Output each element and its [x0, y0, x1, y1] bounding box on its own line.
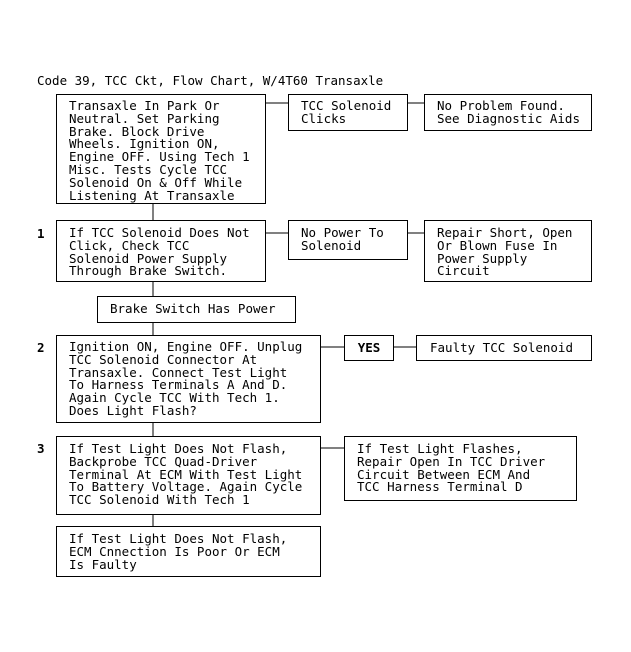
- box-text-line: If Test Light Does Not Flash,: [69, 531, 288, 546]
- box-text-line: No Problem Found.: [437, 98, 565, 113]
- box-text-line: TCC Solenoid: [301, 98, 392, 113]
- step-number-2: 2: [37, 340, 45, 355]
- box-text-line: Faulty TCC Solenoid: [430, 340, 573, 355]
- box-text-line: To Battery Voltage. Again Cycle: [69, 479, 303, 495]
- box-text-line: No Power To: [301, 225, 384, 240]
- box-text-line: Misc. Tests Cycle TCC: [69, 161, 228, 177]
- box-yes: YES: [344, 335, 394, 361]
- box-text-line: Or Blown Fuse In: [437, 237, 558, 253]
- box-text-line: Transaxle In Park Or: [69, 98, 220, 113]
- box-text-line: YES: [357, 340, 381, 355]
- box-text-line: Listening At Transaxle: [69, 187, 235, 203]
- box-text-line: Does Light Flash?: [69, 402, 197, 418]
- box-text-line: To Harness Terminals A And D.: [69, 377, 288, 393]
- box-ecm-faulty: If Test Light Does Not Flash,ECM Cnnecti…: [56, 526, 321, 577]
- box-test-light-flashes: If Test Light Flashes,Repair Open In TCC…: [344, 436, 577, 501]
- box-text-line: Again Cycle TCC With Tech 1.: [69, 390, 280, 406]
- box-text-line: TCC Harness Terminal D: [357, 479, 523, 495]
- box-step3: If Test Light Does Not Flash,Backprobe T…: [56, 436, 321, 515]
- box-text-line: If Test Light Does Not Flash,: [69, 441, 288, 456]
- box-text-line: Solenoid Power Supply: [69, 250, 228, 266]
- step-number-3: 3: [37, 441, 45, 456]
- box-text-line: Is Faulty: [69, 556, 137, 572]
- box-text-line: Engine OFF. Using Tech 1: [69, 149, 250, 165]
- box-text-line: Terminal At ECM With Test Light: [69, 466, 303, 482]
- box-text-line: Click, Check TCC: [69, 237, 190, 253]
- box-text-line: Clicks: [301, 110, 347, 126]
- box-text-line: See Diagnostic Aids: [437, 110, 580, 126]
- box-text-line: Backprobe TCC Quad-Driver: [69, 453, 258, 469]
- box-text-line: Solenoid On & Off While: [69, 174, 243, 190]
- box-text-line: Wheels. Ignition ON,: [69, 136, 220, 152]
- box-text-line: TCC Solenoid With Tech 1: [69, 492, 250, 508]
- box-text-line: Neutral. Set Parking: [69, 110, 220, 126]
- box-text-line: If Test Light Flashes,: [357, 441, 523, 456]
- box-text-line: Circuit Between ECM And: [357, 466, 531, 482]
- box-text-line: Repair Short, Open: [437, 225, 573, 240]
- box-text-line: TCC Solenoid Connector At: [69, 351, 258, 367]
- box-brake-power: Brake Switch Has Power: [97, 296, 296, 323]
- box-text-line: If TCC Solenoid Does Not: [69, 225, 250, 240]
- box-text-line: Ignition ON, Engine OFF. Unplug: [69, 339, 303, 354]
- chart-title: Code 39, TCC Ckt, Flow Chart, W/4T60 Tra…: [37, 73, 384, 88]
- box-text-line: Circuit: [437, 263, 490, 279]
- box-text-line: Brake Switch Has Power: [110, 301, 276, 316]
- box-text-line: Transaxle. Connect Test Light: [69, 364, 288, 380]
- box-text-line: Through Brake Switch.: [69, 263, 228, 279]
- box-no-problem: No Problem Found.See Diagnostic Aids: [424, 94, 592, 131]
- box-text-line: Solenoid: [301, 237, 362, 253]
- box-faulty-solenoid: Faulty TCC Solenoid: [416, 335, 592, 361]
- box-text-line: Brake. Block Drive: [69, 123, 205, 139]
- box-text-line: Power Supply: [437, 250, 528, 266]
- box-text-line: ECM Cnnection Is Poor Or ECM: [69, 543, 280, 559]
- box-text-line: Repair Open In TCC Driver: [357, 453, 546, 469]
- step-number-1: 1: [37, 226, 45, 241]
